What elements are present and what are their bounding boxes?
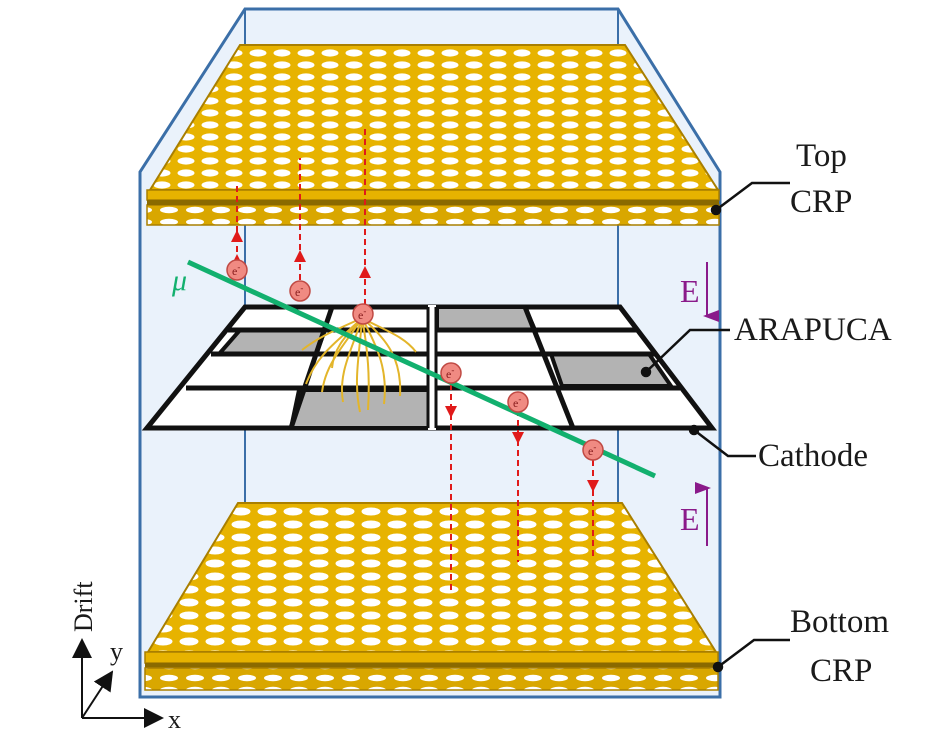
electron-charge-sign: - <box>300 283 303 293</box>
electron-charge-sign: - <box>593 442 596 452</box>
efield-lower: E <box>680 482 711 546</box>
arapuca-label: ARAPUCA <box>734 312 892 348</box>
svg-text:e-: e- <box>513 394 521 410</box>
top-crp-gap <box>147 200 719 205</box>
xyz-axis-icon: Drift y x <box>69 581 181 734</box>
efield-upper-label: E <box>680 273 700 309</box>
drift-arrowheads <box>231 230 599 492</box>
efield-upper: E <box>680 262 719 322</box>
electron-charge-sign: - <box>518 394 521 404</box>
electron-circle-icon: e- <box>289 280 311 302</box>
leader-lines <box>640 181 790 673</box>
top-crp-upper-plate <box>146 189 720 201</box>
electron-charge-sign: - <box>363 306 366 316</box>
svg-text:e-: e- <box>232 262 240 278</box>
arapuca-module <box>214 328 328 356</box>
cathode-plane <box>141 304 718 431</box>
electron-circle-icon: e- <box>352 303 374 325</box>
svg-text:e-: e- <box>295 283 303 299</box>
bottom-crp-lower-plate <box>144 667 719 691</box>
muon-track: μ <box>171 259 657 479</box>
electrons: e- e- e- e- e- e- <box>226 259 604 461</box>
cathode-label: Cathode <box>758 438 868 474</box>
arapuca-module <box>288 388 432 430</box>
axis-x-label: x <box>168 705 181 734</box>
electron-circle-icon: e- <box>440 362 462 384</box>
bottom-crp-label-line1: Bottom <box>790 604 889 640</box>
svg-text:e-: e- <box>358 306 366 322</box>
efield-lower-label: E <box>680 501 700 537</box>
electron-charge-sign: - <box>237 262 240 272</box>
bottom-crp-surface <box>146 502 718 653</box>
svg-text:e-: e- <box>446 365 454 381</box>
bottom-crp <box>144 502 719 691</box>
bottom-crp-label-line2: CRP <box>810 653 872 689</box>
muon-label: μ <box>171 264 187 297</box>
top-crp <box>146 44 720 226</box>
axis-drift-label: Drift <box>69 581 98 632</box>
cathode-seam <box>428 305 436 430</box>
top-crp-lower-plate <box>146 204 720 226</box>
axis-y-label: y <box>110 637 123 666</box>
arapuca-module <box>548 352 675 388</box>
bottom-crp-gap <box>145 663 718 668</box>
top-crp-label-line1: Top <box>796 138 847 174</box>
top-crp-surface <box>148 44 720 191</box>
top-crp-label-line2: CRP <box>790 184 852 220</box>
arapuca-module <box>435 305 539 332</box>
svg-text:e-: e- <box>588 442 596 458</box>
electron-circle-icon: e- <box>226 259 248 281</box>
electron-circle-icon: e- <box>507 391 529 413</box>
electron-circle-icon: e- <box>582 439 604 461</box>
electron-charge-sign: - <box>451 365 454 375</box>
bottom-crp-upper-plate <box>144 651 719 664</box>
